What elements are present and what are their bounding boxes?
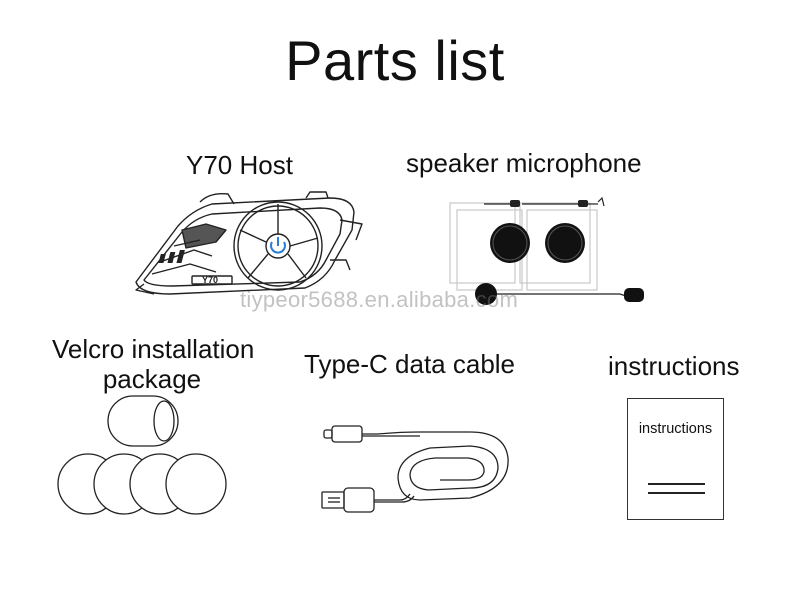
- velcro-label-line1: Velcro installation: [52, 334, 255, 364]
- speaker-label: speaker microphone: [406, 148, 642, 178]
- booklet-line-2: [648, 492, 705, 494]
- velcro-package-illustration: [57, 395, 227, 515]
- watermark: tiypeor5688.en.alibaba.com: [240, 287, 519, 312]
- speaker-microphone-illustration: [449, 196, 644, 305]
- host-label: Y70 Host: [186, 150, 293, 180]
- page-title: Parts list: [285, 29, 505, 92]
- instructions-label: instructions: [608, 351, 740, 381]
- booklet-text: instructions: [638, 421, 713, 437]
- type-c-cable-illustration: [321, 425, 509, 513]
- booklet-line-1: [648, 483, 705, 485]
- host-device-illustration: Y70: [135, 191, 363, 295]
- instructions-booklet: instructions: [627, 398, 724, 520]
- cable-label: Type-C data cable: [304, 349, 516, 379]
- velcro-label-line2: package: [102, 364, 202, 394]
- host-model-mark: Y70: [202, 275, 218, 285]
